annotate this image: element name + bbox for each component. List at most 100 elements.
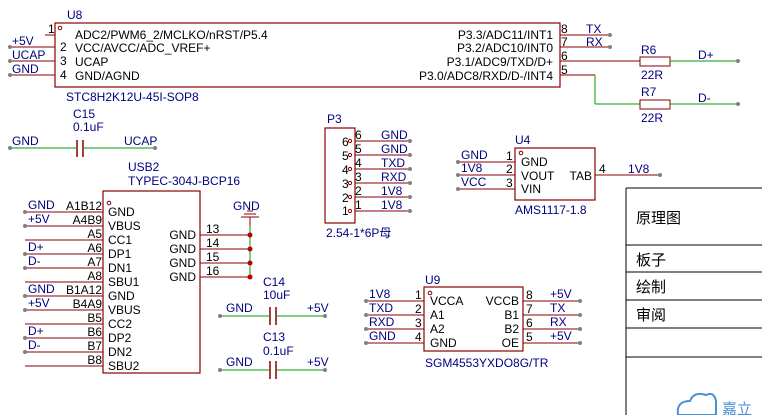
u8-pin8-num: 8 (561, 22, 568, 36)
usb2-pin1-marker (106, 200, 112, 206)
u9-pin-name: A1 (430, 308, 445, 322)
net-node (408, 209, 412, 213)
net-node (578, 341, 582, 345)
usb2-pin-num: A7 (87, 255, 102, 269)
usb2-pin-name: DP1 (108, 247, 132, 261)
u8-pin4-num: 4 (60, 68, 67, 82)
u4-net: GND (461, 148, 488, 162)
net-node (23, 308, 27, 312)
p3-pin-num-outer: 4 (355, 156, 362, 170)
p3-pin5: 5 5 GND (342, 142, 412, 163)
usb2-pin-num: A8 (87, 269, 102, 283)
c15-ref: C15 (73, 107, 95, 121)
net-node (218, 314, 222, 318)
net-node (736, 59, 740, 63)
u8-pin6-num: 6 (561, 49, 568, 63)
net-node (608, 45, 612, 49)
net-node (578, 299, 582, 303)
u8-pin5-name: P3.0/ADC8/RXD/D-/INT4 (419, 69, 553, 83)
r6-component[interactable]: R6 22R D+ (639, 43, 740, 82)
net-node (323, 368, 327, 372)
u9-pin-name: VCCB (486, 294, 519, 308)
u4-component[interactable]: U4 AMS1117-1.8 1 2 3 GND VOUT VIN GND 1V… (456, 133, 662, 217)
net-node (323, 314, 327, 318)
c15-component[interactable]: C15 0.1uF GND UCAP (8, 107, 157, 157)
p3-pin-num-outer: 5 (355, 142, 362, 156)
net-node (364, 299, 368, 303)
usb2-pin-name: SBU1 (108, 275, 140, 289)
u4-pin-num: 2 (506, 162, 513, 176)
u8-component[interactable]: U8 STC8H2K12U-45I-SOP8 1 2 3 4 ADC2/PWM6… (8, 8, 640, 104)
usb2-ref: USB2 (128, 160, 160, 174)
usb2-net: GND (28, 198, 55, 212)
u9-pin-num: 2 (415, 302, 422, 316)
u8-pin1-num: 1 (48, 22, 55, 36)
u4-pin-name: TAB (570, 169, 592, 183)
usb2-net: D- (28, 338, 41, 352)
usb2-pin-num: B5 (87, 311, 102, 325)
net-node (8, 73, 12, 77)
c14-component[interactable]: C14 10uF GND +5V (218, 275, 329, 325)
net-node (364, 327, 368, 331)
p3-pin1: 1 1 1V8 (342, 198, 412, 218)
u9-ref: U9 (425, 273, 441, 287)
p3-pin-marker (347, 152, 353, 158)
net-node (218, 368, 222, 372)
c14-ref: C14 (263, 275, 285, 289)
p3-pin-num: 2 (342, 191, 349, 205)
u4-value: AMS1117-1.8 (515, 203, 587, 217)
u8-pin2-name: VCC/AVCC/ADC_VREF+ (75, 41, 210, 55)
p3-pin-num-outer: 3 (355, 170, 362, 184)
u8-pin4-name: GND/AGND (75, 69, 140, 83)
c13-ref: C13 (263, 330, 285, 344)
usb2-pin-name: GND (169, 256, 196, 270)
net-node (408, 167, 412, 171)
u9-net: RX (550, 315, 567, 329)
title-block-board: 板子 (636, 251, 666, 269)
net-node (408, 139, 412, 143)
usb2-pin-num: 13 (206, 222, 220, 236)
net-node (8, 45, 12, 49)
net-node (408, 195, 412, 199)
usb2-pin-num: 16 (206, 264, 220, 278)
c15-net-right: UCAP (124, 134, 157, 148)
r6-ref: R6 (641, 43, 657, 57)
u8-pin1-marker (57, 25, 63, 31)
u9-pin-num: 1 (415, 288, 422, 302)
u9-net: +5V (550, 329, 572, 343)
usb2-pin-name: DN1 (108, 261, 132, 275)
u9-pin-name: OE (502, 336, 519, 350)
net-node (364, 313, 368, 317)
u9-pin-num: 7 (526, 302, 533, 316)
usb2-pin-num: 15 (206, 250, 220, 264)
p3-pin-marker (347, 166, 353, 172)
r7-value: 22R (641, 111, 663, 125)
net-node (736, 102, 740, 106)
p3-component[interactable]: P3 2.54-1*6P母 6 6 GND 5 5 GND 4 4 TXD (324, 112, 412, 240)
u9-pin-num: 6 (526, 316, 533, 330)
u8-pin3-num: 3 (60, 54, 67, 68)
usb2-pin-num: A6 (87, 241, 102, 255)
c13-component[interactable]: C13 0.1uF GND +5V (218, 330, 329, 379)
p3-pin-num: 6 (342, 135, 349, 149)
title-block-drawn: 绘制 (636, 278, 666, 296)
usb2-pin-name: GND (108, 289, 135, 303)
u9-net: +5V (550, 287, 572, 301)
usb2-pin-num: B8 (87, 353, 102, 367)
u4-ref: U4 (515, 133, 531, 147)
c15-value: 0.1uF (73, 120, 104, 134)
u9-pin-num: 5 (526, 330, 533, 344)
p3-pin-num-outer: 1 (355, 198, 362, 212)
net-node (23, 252, 27, 256)
usb2-pin-name: CC2 (108, 317, 132, 331)
u9-pin-name: B1 (504, 308, 519, 322)
p3-net: RXD (381, 170, 407, 184)
p3-net: TXD (381, 156, 405, 170)
net-node (364, 341, 368, 345)
r7-ref: R7 (641, 85, 657, 99)
net-node (23, 336, 27, 340)
r7-component[interactable]: R7 22R D- (594, 75, 740, 125)
u4-net: 1V8 (628, 162, 650, 176)
